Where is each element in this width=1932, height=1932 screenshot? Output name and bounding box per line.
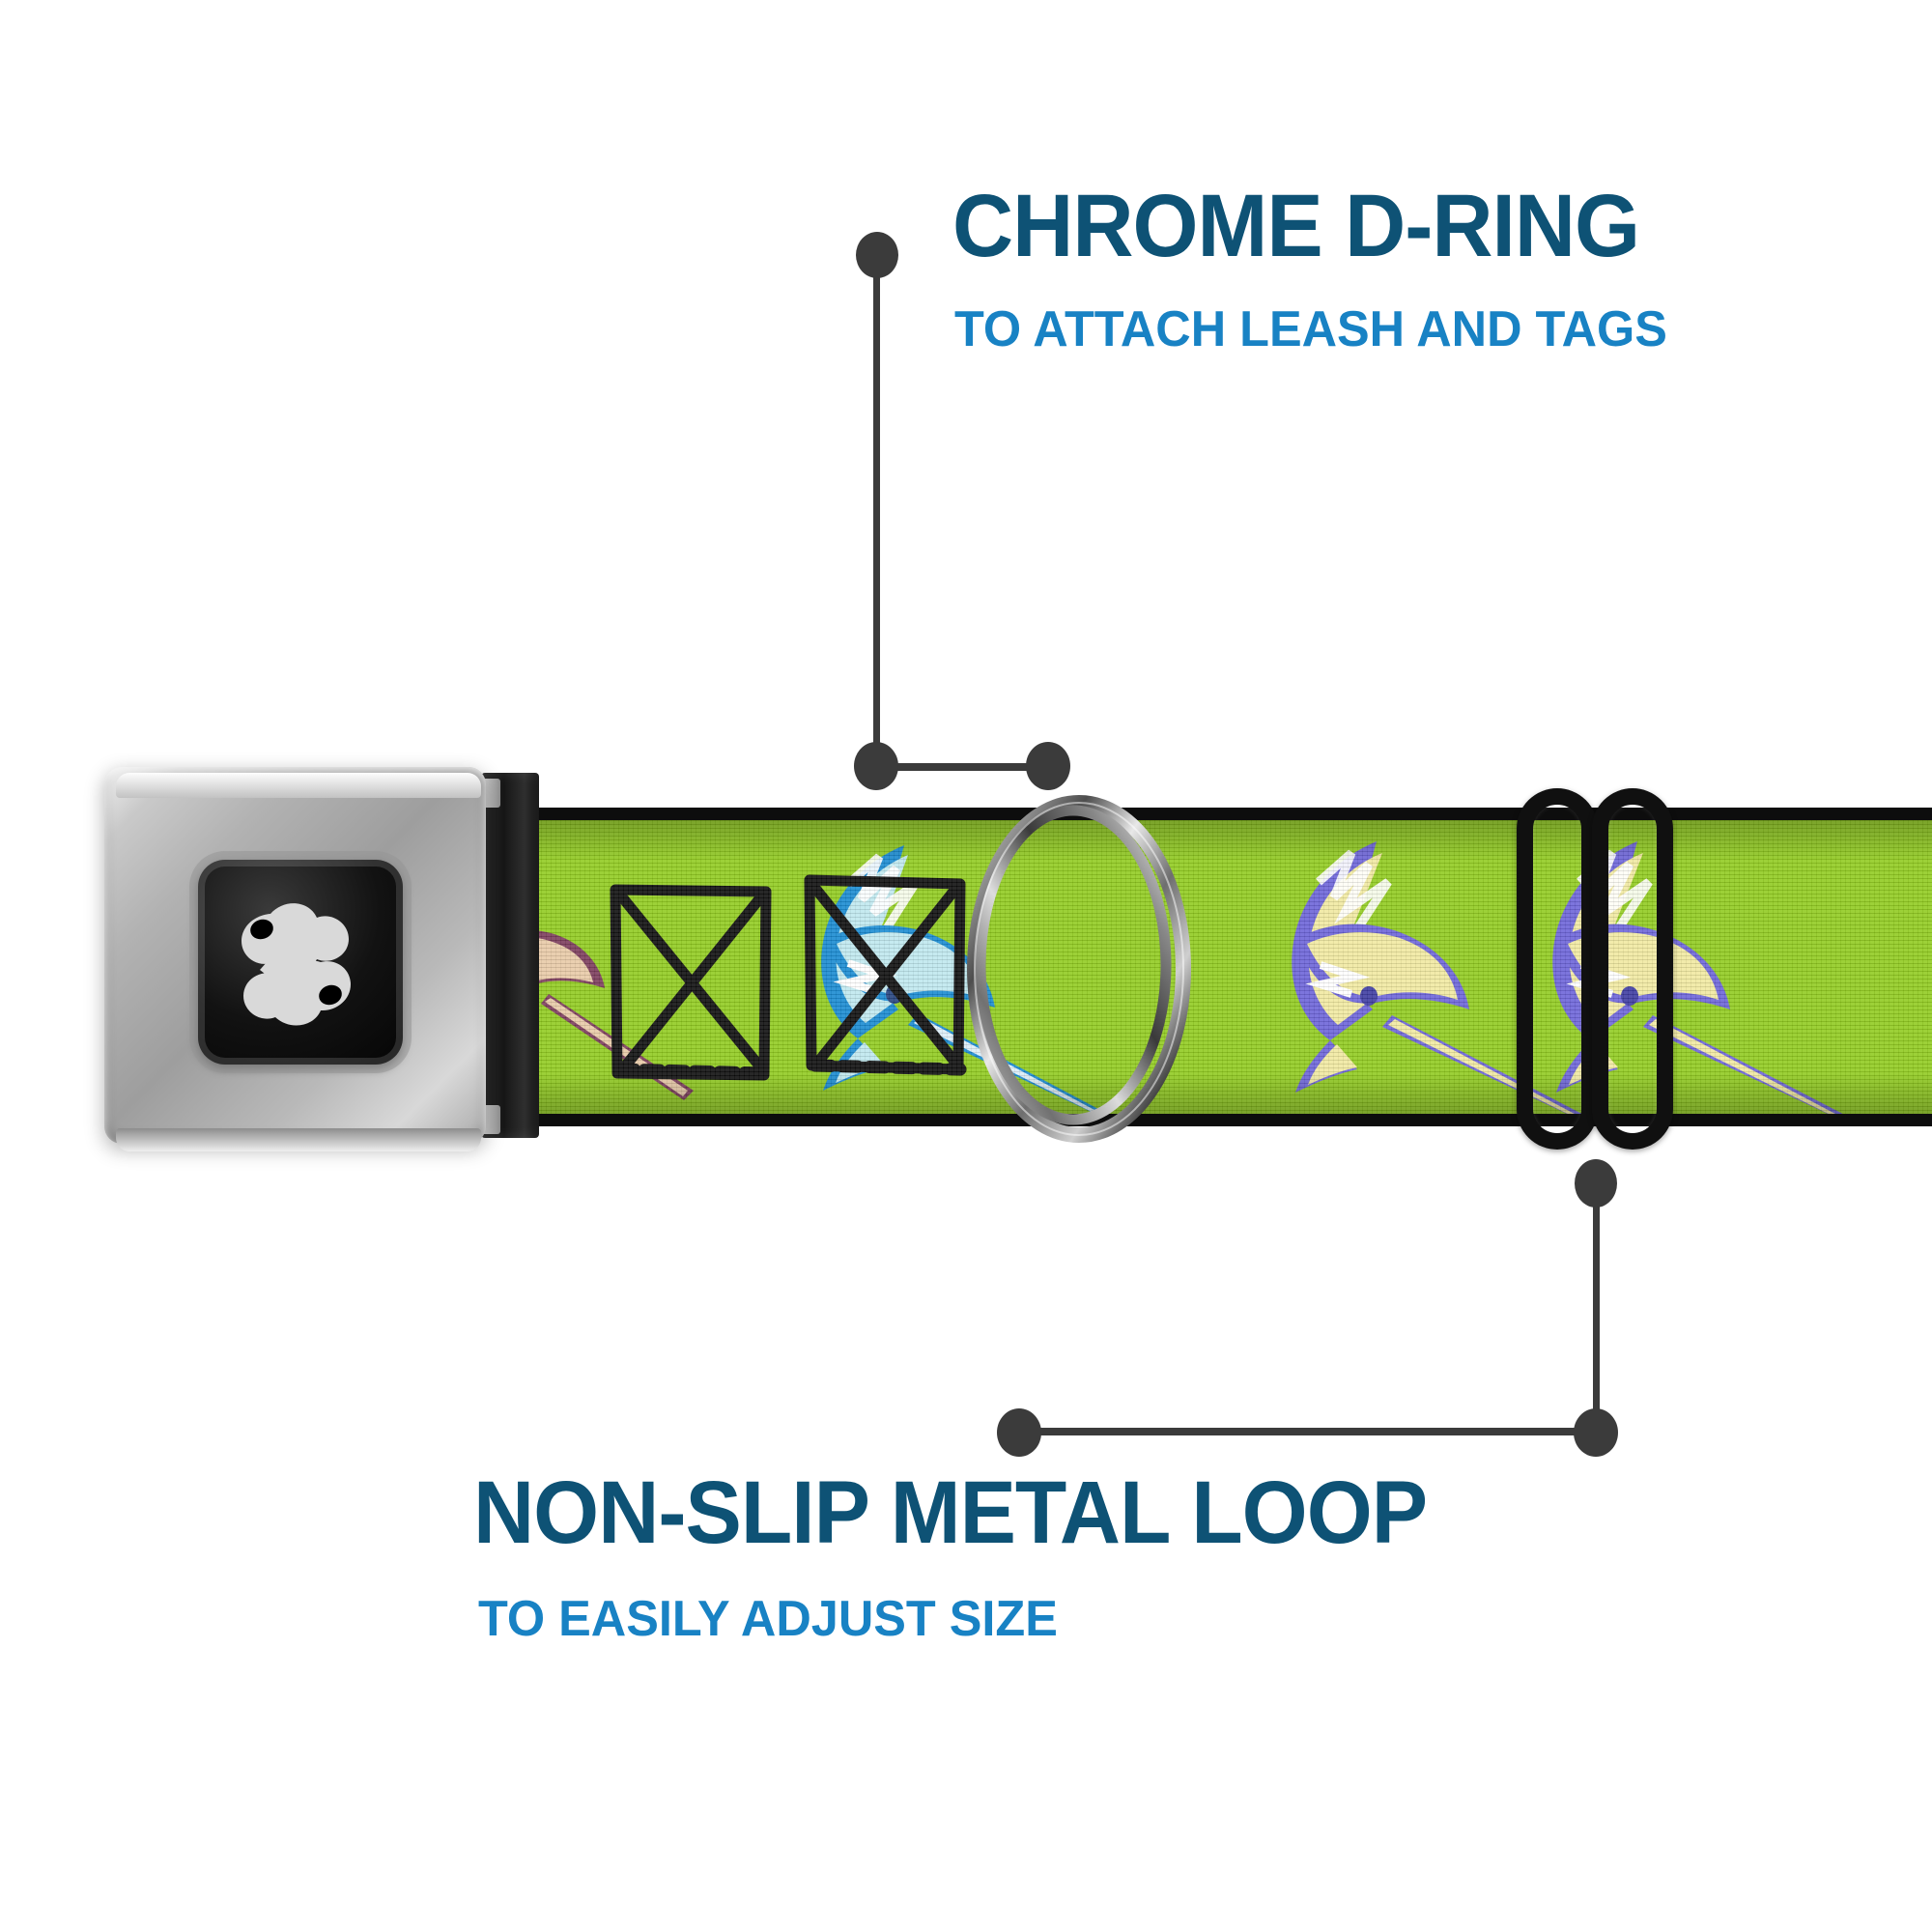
- slider-loop-bar-left: [1517, 788, 1598, 1150]
- slider-loop[interactable]: [1517, 788, 1710, 1150]
- callout-title-chrome-d-ring: CHROME D-RING: [952, 177, 1640, 275]
- callout-subtitle-chrome-d-ring: TO ATTACH LEASH AND TAGS: [954, 301, 1667, 357]
- buckle-top-edge: [116, 773, 481, 798]
- d-ring-icon: [967, 795, 1191, 1143]
- callout-subtitle-non-slip-metal-loop: TO EASILY ADJUST SIZE: [478, 1591, 1058, 1647]
- slider-loop-bar-right: [1592, 788, 1673, 1150]
- buckle-clamp: [481, 773, 539, 1138]
- leader-dot-title-loop: [997, 1408, 1041, 1457]
- seatbelt-buckle[interactable]: [97, 759, 539, 1155]
- bone-icon: [242, 903, 351, 1026]
- leader-dot-target-loop: [1575, 1159, 1617, 1208]
- leader-dot-elbow-d-ring: [854, 742, 898, 790]
- leader-dot-target-d-ring: [1026, 742, 1070, 790]
- leader-dot-title-d-ring: [856, 232, 898, 278]
- rectangle-hourglass-line-art-icon: [610, 884, 772, 1081]
- leader-line-vertical-d-ring: [873, 249, 880, 766]
- buckle-face-plate[interactable]: [198, 860, 403, 1065]
- marlin-fish-icon: [821, 845, 1108, 1114]
- leader-line-vertical-loop: [1593, 1182, 1600, 1435]
- callout-title-non-slip-metal-loop: NON-SLIP METAL LOOP: [473, 1463, 1428, 1562]
- rectangle-hourglass-line-art-icon: [804, 874, 967, 1076]
- d-ring[interactable]: [966, 790, 1193, 1148]
- buckle-body: [104, 767, 486, 1151]
- collar-strap: [415, 808, 1932, 1126]
- buckle-bottom-edge: [116, 1128, 481, 1151]
- leader-dot-elbow-loop: [1574, 1408, 1618, 1457]
- leader-line-horizontal-d-ring: [876, 763, 1055, 771]
- leader-line-horizontal-loop: [1024, 1428, 1604, 1435]
